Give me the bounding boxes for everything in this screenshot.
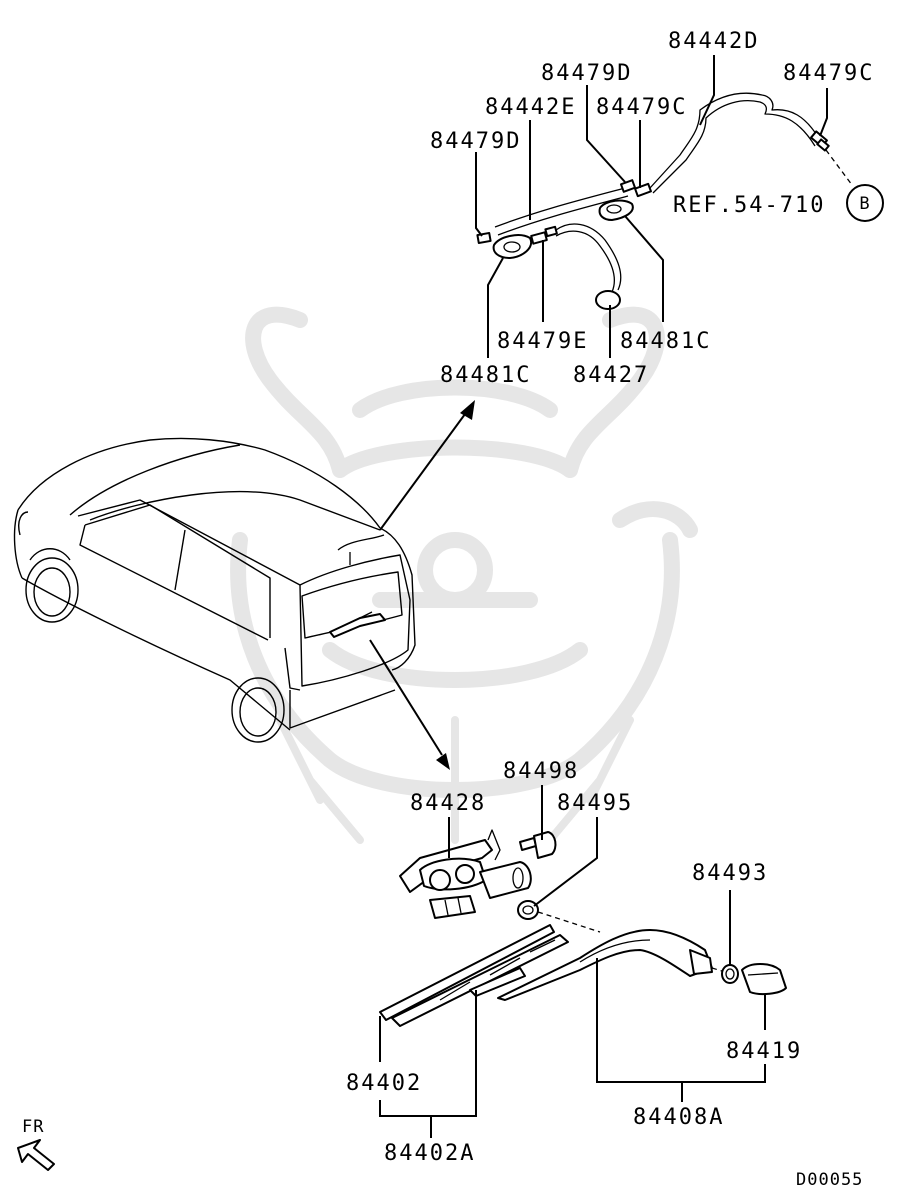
label-84479d-left: 84479D xyxy=(430,129,521,154)
label-84495: 84495 xyxy=(557,791,633,816)
ref-label: REF.54-710 xyxy=(673,193,825,218)
wiper-arm-and-blade xyxy=(379,924,787,1027)
label-84479c-mid: 84479C xyxy=(596,95,687,120)
label-84427: 84427 xyxy=(573,363,649,388)
label-84408a: 84408A xyxy=(633,1105,724,1130)
label-84493: 84493 xyxy=(692,861,768,886)
label-84402: 84402 xyxy=(346,1071,422,1096)
label-84419: 84419 xyxy=(726,1039,802,1064)
ref-circle-label: B xyxy=(859,194,870,214)
label-84402a: 84402A xyxy=(384,1141,475,1166)
front-arrow-icon xyxy=(17,1139,55,1171)
diagram-code: D00055 xyxy=(796,1170,863,1187)
label-84498: 84498 xyxy=(503,759,579,784)
label-84479c-right: 84479C xyxy=(783,61,874,86)
callout-arrows xyxy=(369,400,475,770)
upper-leader-lines xyxy=(475,55,828,358)
ref-circle-b xyxy=(846,184,884,222)
lower-leader-lines xyxy=(379,785,766,1138)
label-84479d-top: 84479D xyxy=(541,61,632,86)
label-84479e: 84479E xyxy=(497,329,588,354)
arrow-head-down xyxy=(436,753,450,770)
vehicle-outline xyxy=(13,437,416,743)
wiper-motor-assembly xyxy=(399,829,601,933)
label-84481c-left: 84481C xyxy=(440,363,531,388)
label-84481c-right: 84481C xyxy=(620,329,711,354)
front-direction-indicator: FR xyxy=(17,1117,55,1171)
arrow-head-up xyxy=(460,400,475,420)
front-label: FR xyxy=(22,1117,44,1137)
label-84442e: 84442E xyxy=(485,95,576,120)
label-84428: 84428 xyxy=(410,791,486,816)
label-84442d: 84442D xyxy=(668,29,759,54)
washer-hose-assembly: B xyxy=(476,92,884,310)
watermark-emblem xyxy=(230,306,698,844)
